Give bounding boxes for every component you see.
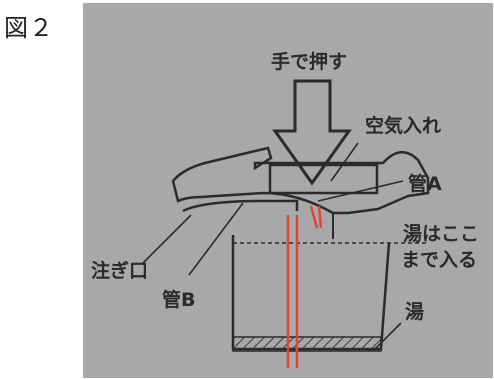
label-water-level-line1: 湯はここ xyxy=(403,223,480,245)
leader-spout xyxy=(142,214,192,264)
hot-water-region xyxy=(232,336,382,352)
figure-label: 図２ xyxy=(4,14,54,42)
label-tube-a: 管A xyxy=(408,173,442,195)
label-spout: 注ぎ口 xyxy=(91,260,149,282)
diagram-photo: 手で押す 空気入れ 管A 湯はここ まで入る 注ぎ口 管B 湯 xyxy=(83,3,493,378)
label-tube-b: 管B xyxy=(162,289,196,311)
label-hot-water: 湯 xyxy=(405,301,425,323)
spout-channel xyxy=(182,199,299,213)
label-water-level-line2: まで入る xyxy=(401,249,478,271)
leader-air-inlet xyxy=(330,142,359,182)
pot-body xyxy=(231,235,391,351)
label-push-by-hand: 手で押す xyxy=(271,51,348,73)
push-arrow xyxy=(272,79,352,186)
tube-a-red-1 xyxy=(309,205,319,229)
thermos-diagram xyxy=(142,79,430,368)
leader-tube-b xyxy=(188,202,244,276)
leader-tube-a xyxy=(317,180,404,202)
label-air-inlet: 空気入れ xyxy=(365,115,442,137)
lid-body xyxy=(171,146,430,215)
air-inlet-box xyxy=(268,163,379,195)
tube-a-red-2 xyxy=(317,205,323,229)
